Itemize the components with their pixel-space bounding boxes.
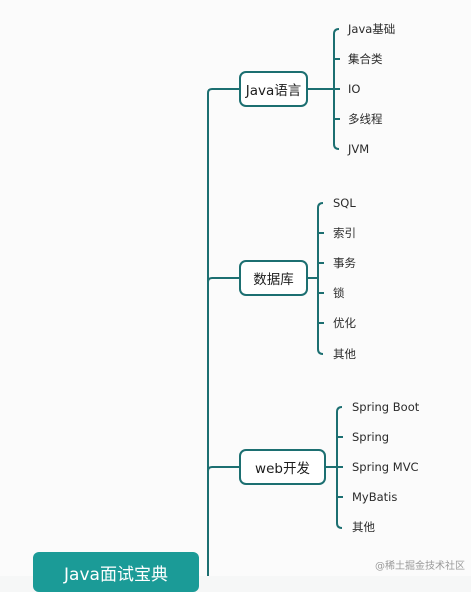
trunk-line <box>207 88 239 576</box>
leaf-mybatis[interactable]: MyBatis <box>352 490 398 504</box>
leaf-web-other[interactable]: 其他 <box>352 520 375 534</box>
leaf-lock[interactable]: 锁 <box>333 286 345 300</box>
branch-node-web[interactable]: web开发 <box>239 449 326 485</box>
mindmap-canvas: Java语言 Java基础 集合类 IO 多线程 JVM 数据库 SQL 索引 … <box>33 22 465 592</box>
watermark: @稀土掘金技术社区 <box>375 561 465 572</box>
leaf-index[interactable]: 索引 <box>333 226 356 240</box>
trunk-to-web <box>207 466 239 472</box>
connector-lines <box>207 28 343 576</box>
leaf-spring[interactable]: Spring <box>352 430 390 444</box>
leaf-transaction[interactable]: 事务 <box>333 256 356 270</box>
leaf-sql[interactable]: SQL <box>333 196 356 210</box>
leaf-spring-mvc[interactable]: Spring MVC <box>352 460 419 474</box>
web-ticks <box>337 436 343 498</box>
leaf-spring-boot[interactable]: Spring Boot <box>352 400 420 414</box>
leaf-io[interactable]: IO <box>348 82 361 96</box>
leaf-java-basics[interactable]: Java基础 <box>348 22 396 36</box>
trunk-to-database <box>207 277 239 283</box>
leaf-database-other[interactable]: 其他 <box>333 347 356 361</box>
root-node[interactable]: Java面试宝典 <box>33 552 199 592</box>
leaf-jvm[interactable]: JVM <box>348 142 370 156</box>
root-node-label: Java面试宝典 <box>64 564 168 585</box>
java-ticks <box>334 58 340 120</box>
branch-node-java[interactable]: Java语言 <box>239 71 308 107</box>
branch-node-database[interactable]: 数据库 <box>239 260 308 296</box>
database-bracket <box>317 202 324 355</box>
leaf-collections[interactable]: 集合类 <box>348 52 383 66</box>
leaf-multithreading[interactable]: 多线程 <box>348 112 383 126</box>
leaf-optimization[interactable]: 优化 <box>333 316 356 330</box>
database-ticks <box>318 232 324 324</box>
